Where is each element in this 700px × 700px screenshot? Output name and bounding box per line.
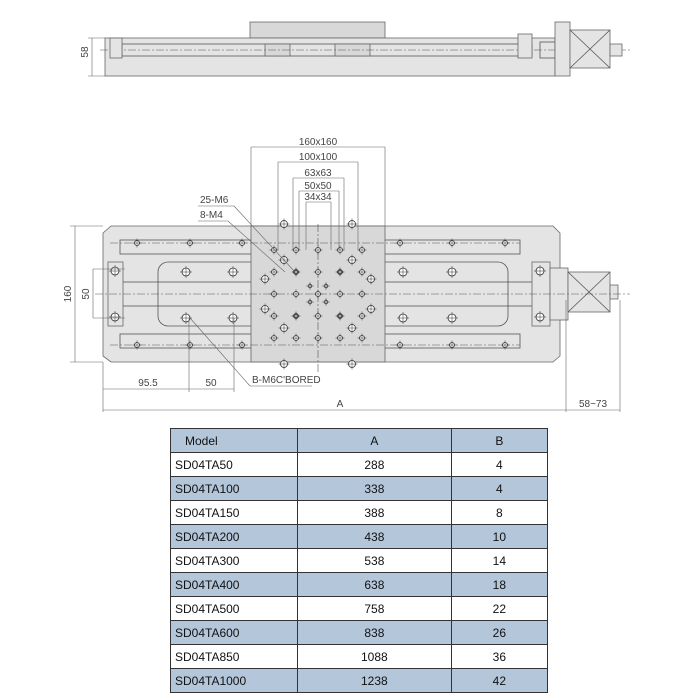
- header-b: B: [450, 428, 549, 453]
- model-cell: SD04TA600: [170, 620, 298, 645]
- a-cell: 438: [297, 524, 452, 549]
- model-cell: SD04TA1000: [170, 668, 298, 693]
- model-cell: SD04TA100: [170, 476, 298, 501]
- pattern-100-label: 100x100: [299, 152, 338, 163]
- pattern-160-label: 160x160: [299, 137, 338, 148]
- model-cell: SD04TA50: [170, 452, 298, 477]
- pattern-63-label: 63x63: [304, 168, 332, 179]
- plan-view: 160x160 100x100 63x63 50x50 34x34 25-M6 …: [63, 137, 630, 412]
- model-cell: SD04TA300: [170, 548, 298, 573]
- model-cell: SD04TA500: [170, 596, 298, 621]
- b-cell: 14: [450, 548, 549, 573]
- rail-50-label: 50: [81, 288, 92, 300]
- b-cell: 8: [450, 500, 549, 525]
- b-cell: 22: [450, 596, 549, 621]
- a-cell: 838: [297, 620, 452, 645]
- side-height-label: 58: [80, 46, 91, 58]
- b-cell: 18: [450, 572, 549, 597]
- offset-95-5-label: 95.5: [138, 378, 158, 389]
- model-cell: SD04TA400: [170, 572, 298, 597]
- pattern-50-label: 50x50: [304, 181, 332, 192]
- b-cell: 42: [450, 668, 549, 693]
- a-cell: 638: [297, 572, 452, 597]
- b-cell: 4: [450, 452, 549, 477]
- b-cell: 10: [450, 524, 549, 549]
- a-cell: 538: [297, 548, 452, 573]
- callout-bored: B-M6C'BORED: [252, 375, 321, 386]
- width-160-label: 160: [63, 285, 74, 302]
- pattern-34-label: 34x34: [304, 192, 332, 203]
- model-cell: SD04TA200: [170, 524, 298, 549]
- a-cell: 338: [297, 476, 452, 501]
- length-a-label: A: [337, 399, 344, 410]
- table-header: Model A B: [170, 428, 549, 453]
- carriage-side: [249, 21, 386, 39]
- b-cell: 26: [450, 620, 549, 645]
- a-cell: 288: [297, 452, 452, 477]
- model-cell: SD04TA850: [170, 644, 298, 669]
- pitch-50-label: 50: [205, 378, 217, 389]
- side-view: 58: [80, 21, 630, 77]
- header-model: Model: [170, 428, 298, 453]
- a-cell: 1238: [297, 668, 452, 693]
- a-cell: 388: [297, 500, 452, 525]
- a-cell: 1088: [297, 644, 452, 669]
- motor-length-label: 58~73: [579, 399, 608, 410]
- a-cell: 758: [297, 596, 452, 621]
- model-cell: SD04TA150: [170, 500, 298, 525]
- callout-8-m4: 8-M4: [200, 210, 223, 221]
- callout-25-m6: 25-M6: [200, 195, 229, 206]
- b-cell: 36: [450, 644, 549, 669]
- header-a: A: [297, 428, 452, 453]
- b-cell: 4: [450, 476, 549, 501]
